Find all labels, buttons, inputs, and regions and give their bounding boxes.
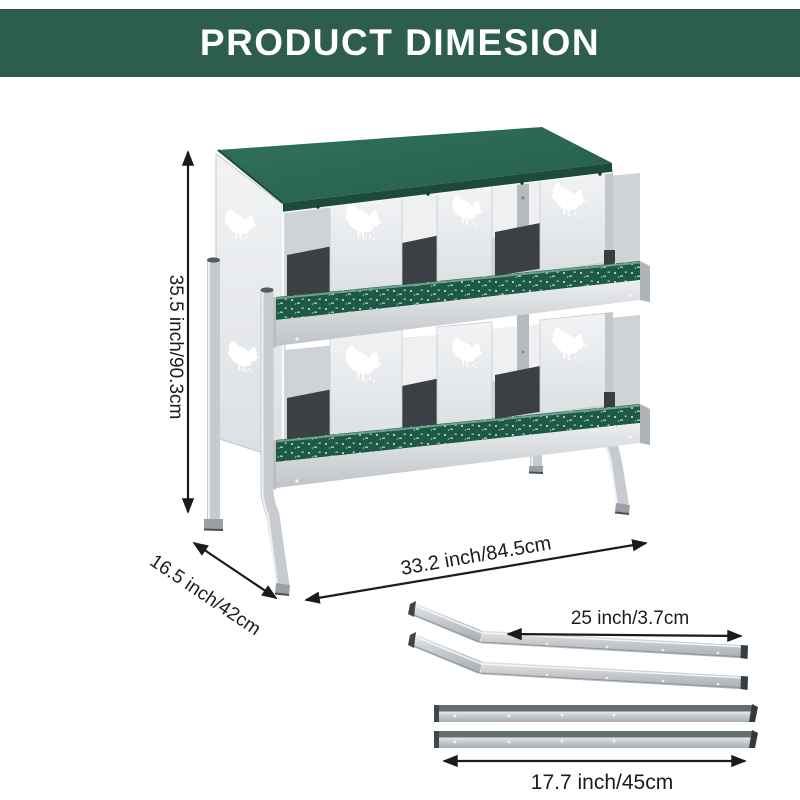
width-dimension: 33.2 inch/84.5cm bbox=[304, 532, 648, 604]
depth-dimension: 16.5 inch/42cm bbox=[146, 541, 278, 640]
banner-title: PRODUCT DIMESION bbox=[199, 22, 601, 63]
width-dimension-arrow bbox=[304, 539, 648, 604]
perch-rail-dimension-label: 25 inch/3.7cm bbox=[571, 608, 689, 629]
upper-perch-tray bbox=[266, 261, 650, 348]
straight-rail bbox=[433, 729, 759, 749]
front-left-leg bbox=[260, 287, 290, 596]
depth-dimension-arrow bbox=[192, 541, 278, 600]
upper-tier bbox=[285, 169, 640, 300]
perch-rail-dimension: 25 inch/3.7cm bbox=[506, 608, 743, 643]
width-dimension-label: 33.2 inch/84.5cm bbox=[399, 532, 553, 580]
lower-tier bbox=[285, 311, 640, 443]
roof bbox=[217, 127, 613, 214]
straight-rail-dimension-label: 17.7 inch/45cm bbox=[531, 771, 673, 794]
height-dimension-label: 35.5 inch/90.3cm bbox=[165, 275, 186, 420]
banner-bar: PRODUCT DIMESION bbox=[0, 9, 800, 77]
straight-rail-parts bbox=[433, 703, 759, 749]
lower-perch-tray bbox=[266, 404, 650, 490]
rear-left-leg bbox=[203, 257, 224, 531]
depth-dimension-label: 16.5 inch/42cm bbox=[146, 551, 265, 640]
perch-rail-dimension-arrow bbox=[506, 627, 743, 643]
nesting-box-illustration bbox=[203, 127, 650, 596]
height-dimension: 35.5 inch/90.3cm bbox=[165, 150, 195, 514]
straight-rail bbox=[433, 703, 759, 723]
straight-rail-dimension: 17.7 inch/45cm bbox=[442, 754, 747, 794]
